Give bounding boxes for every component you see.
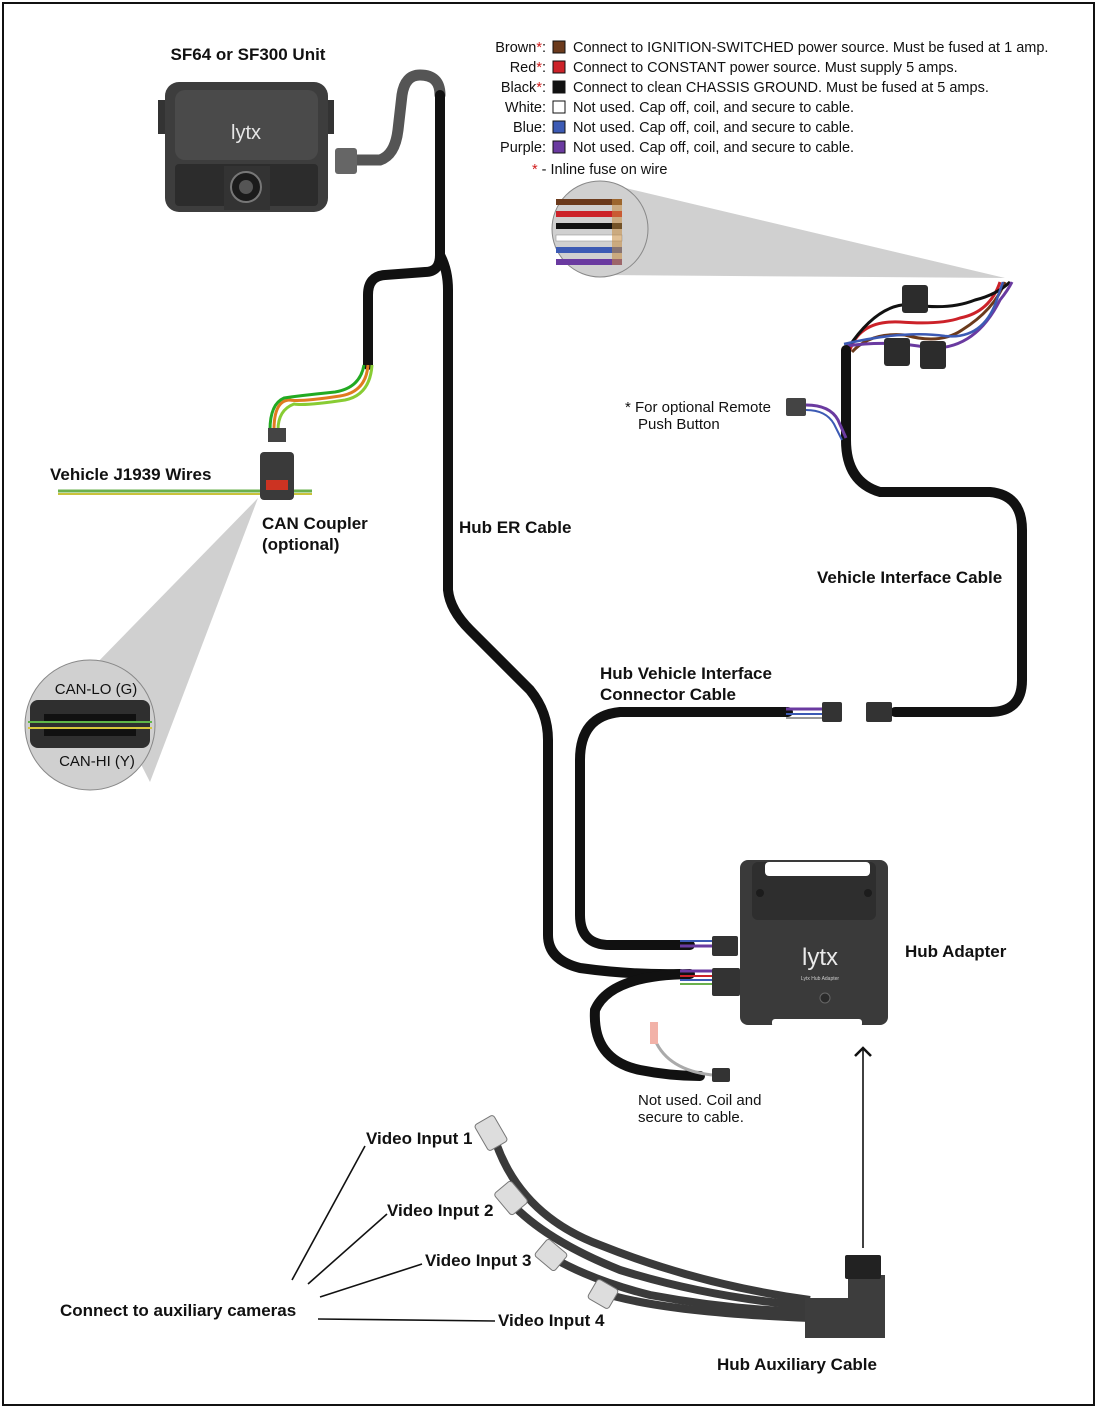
legend-name-purple: Purple:	[500, 140, 546, 156]
legend-desc-white: Not used. Cap off, coil, and secure to c…	[573, 100, 854, 116]
legend-name-black: Black*:	[501, 80, 546, 96]
wire-legend: Brown*: Connect to IGNITION-SWITCHED powe…	[495, 40, 1048, 156]
hub-adapter-brand: lytx	[802, 944, 838, 971]
can-coupler-wires	[268, 364, 374, 431]
video-input-2-label: Video Input 2	[387, 1201, 493, 1220]
video-input-1-label: Video Input 1	[366, 1129, 472, 1148]
can-lo-label: CAN-LO (G)	[55, 681, 138, 698]
hub-auxiliary-cable	[474, 1115, 885, 1338]
sf-unit-cable	[344, 69, 446, 166]
vehicle-interface-cable-label: Vehicle Interface Cable	[817, 568, 1002, 587]
hub-er-cable	[363, 90, 685, 980]
not-used-wire	[653, 1039, 713, 1077]
legend-swatch-black	[552, 80, 566, 94]
can-coupler-label-1: CAN Coupler	[262, 514, 368, 533]
not-used-connector	[712, 1068, 730, 1082]
hub-vehicle-interface-connector-cable	[575, 707, 793, 950]
legend-name-blue: Blue:	[513, 120, 546, 136]
aux-cameras-label: Connect to auxiliary cameras	[60, 1301, 296, 1320]
legend-swatch-brown	[552, 40, 566, 54]
can-connector	[268, 428, 286, 442]
wire-callout-cone	[600, 182, 1005, 278]
remote-button-label-1: * For optional Remote	[625, 399, 771, 416]
fuse-note-star: *	[532, 162, 538, 178]
remote-push-button-connector	[786, 398, 848, 441]
legend-swatch-purple	[552, 140, 566, 154]
legend-desc-blue: Not used. Cap off, coil, and secure to c…	[573, 120, 854, 136]
hub-adapter: lytx Lytx Hub Adapter	[740, 860, 888, 1027]
legend-name-brown: Brown*:	[495, 40, 546, 56]
wire-detail-circle	[551, 180, 649, 278]
legend-desc-purple: Not used. Cap off, coil, and secure to c…	[573, 140, 854, 156]
aux-camera-leaders	[291, 1145, 496, 1322]
hvic-label-1: Hub Vehicle Interface	[600, 664, 772, 683]
power-harness	[843, 280, 1014, 369]
video-input-4-label: Video Input 4	[498, 1311, 605, 1330]
remote-button-label-2: Push Button	[638, 416, 720, 433]
not-used-label-2: secure to cable.	[638, 1109, 744, 1126]
legend-desc-black: Connect to clean CHASSIS GROUND. Must be…	[573, 80, 989, 96]
video-input-3-label: Video Input 3	[425, 1251, 531, 1270]
fuse-note: *- Inline fuse on wire	[532, 162, 667, 178]
hub-er-cable-label: Hub ER Cable	[459, 518, 571, 537]
legend-swatch-white	[552, 100, 566, 114]
not-used-cable-loop	[589, 969, 705, 1081]
hub-input-connectors	[680, 936, 740, 996]
j1939-label: Vehicle J1939 Wires	[50, 465, 211, 484]
sf-unit-connector	[335, 148, 357, 174]
legend-swatch-blue	[552, 120, 566, 134]
hub-adapter-model-text: Lytx Hub Adapter	[801, 976, 840, 982]
legend-name-red: Red*:	[510, 60, 546, 76]
hvic-label-2: Connector Cable	[600, 685, 736, 704]
not-used-label-1: Not used. Coil and	[638, 1092, 761, 1109]
can-coupler-label-2: (optional)	[262, 535, 339, 554]
can-coupler	[260, 452, 294, 500]
vic-connector	[866, 702, 892, 722]
not-used-cap	[650, 1022, 658, 1044]
hvic-wire-bundle	[786, 702, 842, 722]
sf-unit-brand: lytx	[231, 122, 261, 144]
legend-swatch-red	[552, 60, 566, 74]
hub-adapter-label: Hub Adapter	[905, 942, 1007, 961]
vehicle-interface-cable	[841, 345, 1027, 717]
sf-unit-label: SF64 or SF300 Unit	[171, 45, 326, 64]
legend-name-white: White:	[505, 100, 546, 116]
sf-unit: lytx	[158, 82, 334, 212]
legend-desc-brown: Connect to IGNITION-SWITCHED power sourc…	[573, 40, 1048, 56]
legend-desc-red: Connect to CONSTANT power source. Must s…	[573, 60, 958, 76]
hub-aux-cable-label: Hub Auxiliary Cable	[717, 1355, 877, 1374]
can-detail-circle	[24, 659, 156, 791]
can-hi-label: CAN-HI (Y)	[59, 753, 135, 770]
